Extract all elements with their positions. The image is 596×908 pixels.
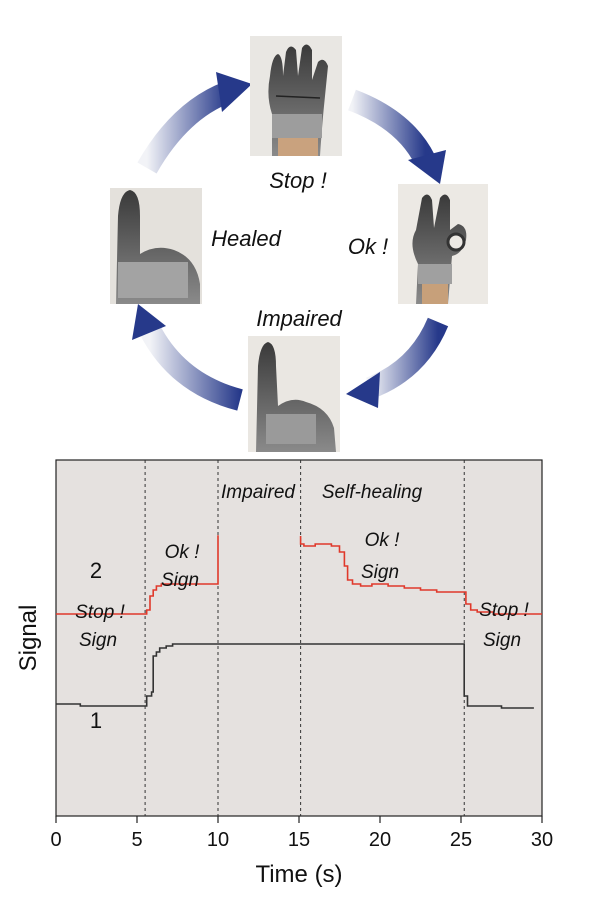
glove-impaired-photo [248,336,340,452]
y-axis-label: Signal [15,605,42,672]
annotation-stop-sign-line2: Sign [79,630,117,651]
x-tick-label-5: 5 [131,829,142,851]
annotation-ok-sign-healed-line1: Ok ! [365,530,401,551]
label-impaired: Impaired [256,306,342,331]
cycle-arrows [132,72,449,411]
label-healed: Healed [211,226,281,251]
annotation-stop-sign-end-line2: Sign [483,630,521,651]
series-2-line-1 [299,536,542,615]
annotation-stop-sign-end-line1: Stop ! [479,600,529,621]
x-axis-label: Time (s) [255,861,342,888]
x-tick-label-15: 15 [288,829,310,851]
x-tick-label-20: 20 [369,829,391,851]
annotation-ok-sign-line1: Ok ! [165,542,201,563]
series-1-line-0 [56,643,534,709]
annotation-ok-sign-line2: Sign [161,570,199,591]
x-tick-label-10: 10 [207,829,229,851]
glove-healed-photo [110,188,202,304]
x-tick-label-0: 0 [50,829,61,851]
annotation-self-healing: Self-healing [322,482,423,503]
arrow-stop-to-ok [347,89,446,184]
glove-stop-sign-photo [250,36,342,156]
x-axis-ticks: 0 5 10 15 20 25 30 [50,816,553,851]
curve-label-2: 2 [90,558,102,583]
glove-ok-sign-photo [398,184,488,304]
annotation-stop-sign-line1: Stop ! [75,602,125,623]
series-layer [56,535,542,709]
label-ok: Ok ! [348,234,388,259]
cycle-diagram: Stop ! Ok ! Impaired Healed [110,36,488,452]
series-2-line-0 [56,535,219,615]
arrow-impaired-to-healed [132,304,243,411]
label-stop: Stop ! [269,168,326,193]
arrow-ok-to-impaired [346,317,449,408]
x-tick-label-30: 30 [531,829,553,851]
annotation-ok-sign-healed-line2: Sign [361,562,399,583]
curve-label-1: 1 [90,708,102,733]
x-tick-label-25: 25 [450,829,472,851]
annotation-impaired: Impaired [221,482,296,503]
phase-boundaries [144,460,465,816]
plot-area [55,459,543,817]
arrow-healed-to-stop [137,72,252,174]
